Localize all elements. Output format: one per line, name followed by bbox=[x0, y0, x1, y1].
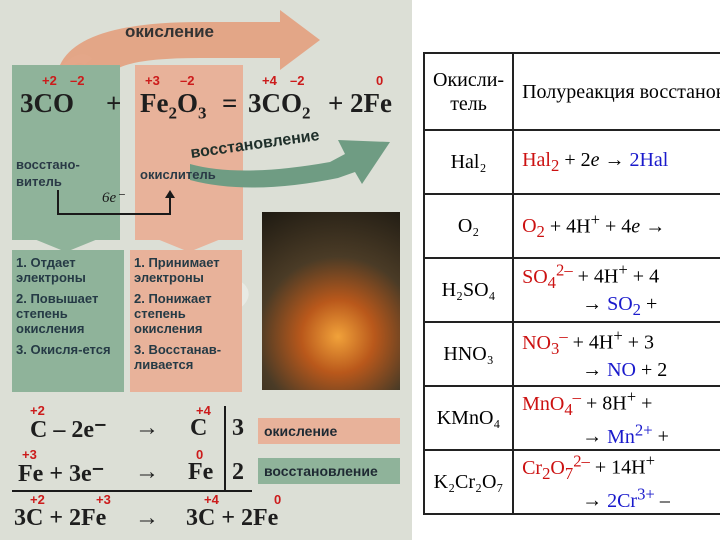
half-reaction-cell: Hal2 + 2e → 2Hal bbox=[512, 129, 720, 195]
ox-state: +4 bbox=[196, 403, 211, 418]
header-oxidizer: Окисли-тель bbox=[422, 52, 515, 131]
half-reaction-cell: NO3– + 4H+ + 3→ NO + 2 bbox=[512, 321, 720, 387]
left-panel: S S окисление +2 –2 +3 –2 +4 –2 0 3CO + … bbox=[0, 0, 412, 540]
balance-result-right: 3C + 2Fe bbox=[186, 505, 279, 531]
balance-line2-left: Fe + 3e⁻ bbox=[18, 461, 105, 487]
oxidizer-column bbox=[135, 65, 243, 240]
reduction-arrow bbox=[190, 140, 390, 188]
arrow: → bbox=[135, 505, 159, 531]
balance-horizontal-line bbox=[12, 490, 252, 492]
ox-state: +4 bbox=[262, 73, 277, 88]
table-row: O₂ O2 + 4H+ + 4e → bbox=[422, 193, 720, 259]
reducer-column bbox=[12, 65, 120, 240]
oxidizer-cell: H₂SO₄ bbox=[422, 257, 515, 323]
ox-state: +2 bbox=[30, 403, 45, 418]
oxidizer-cell: KMnO₄ bbox=[422, 385, 515, 451]
table-row: Hal₂ Hal2 + 2e → 2Hal bbox=[422, 129, 720, 195]
equals-sign: = bbox=[222, 88, 238, 118]
table-row: K₂Cr₂O₇ Cr2O72– + 14H+→ 2Cr3+ – bbox=[422, 449, 720, 515]
reducer-label: восстано- bbox=[16, 157, 80, 172]
header-half-reaction: Полуреакция восстановления bbox=[512, 52, 720, 131]
half-reactions-table: Окисли-тель Полуреакция восстановления H… bbox=[422, 52, 720, 515]
plus-sign: + bbox=[106, 88, 122, 118]
reducer-property: 1. Отдает электроны bbox=[16, 255, 86, 285]
ox-state: –2 bbox=[180, 73, 195, 88]
half-reaction-cell: MnO4– + 8H+ +→ Mn2+ + bbox=[512, 385, 720, 451]
oxidizer-cell: HNO₃ bbox=[422, 321, 515, 387]
coefficient: 2 bbox=[232, 459, 244, 485]
balance-vertical-line bbox=[224, 406, 226, 490]
electron-count: 6e⁻ bbox=[102, 190, 125, 206]
coefficient: 3 bbox=[232, 415, 244, 441]
oxidizer-cell: K₂Cr₂O₇ bbox=[422, 449, 515, 515]
table-row: HNO₃ NO3– + 4H+ + 3→ NO + 2 bbox=[422, 321, 720, 387]
arrow: → bbox=[135, 415, 159, 441]
oxidizer-cell: O₂ bbox=[422, 193, 515, 259]
reducer-property: 2. Повышает степень окисления bbox=[16, 291, 99, 336]
half-reaction-cell: O2 + 4H+ + 4e → bbox=[512, 193, 720, 259]
reduction-tag: восстановление bbox=[258, 458, 400, 484]
product-fe: 2Fe bbox=[350, 88, 392, 118]
ox-state: +2 bbox=[30, 492, 45, 507]
balance-line2-right: Fe bbox=[188, 459, 214, 485]
ox-state: +4 bbox=[204, 492, 219, 507]
oxidation-arrow bbox=[60, 10, 320, 75]
balance-line1-right: C bbox=[190, 415, 208, 441]
oxidizer-properties: 1. Принимает электроны 2. Понижает степе… bbox=[130, 250, 242, 392]
ox-state: 0 bbox=[196, 447, 204, 462]
right-panel: Окисли-тель Полуреакция восстановления H… bbox=[412, 0, 720, 540]
reducer-arrow-head bbox=[12, 230, 120, 252]
oxidizer-property: 1. Принимает электроны bbox=[134, 255, 220, 285]
table-header-row: Окисли-тель Полуреакция восстановления bbox=[422, 52, 720, 131]
half-reaction-cell: Cr2O72– + 14H+→ 2Cr3+ – bbox=[512, 449, 720, 515]
oxidizer-arrow-head bbox=[135, 230, 243, 252]
oxidizer-cell: Hal₂ bbox=[422, 129, 515, 195]
product-co2: 3CO2 bbox=[248, 88, 311, 123]
reactant-fe2o3: Fe2O3 bbox=[140, 88, 207, 123]
reducer-property: 3. Окисля-ется bbox=[16, 342, 111, 357]
ox-state: +3 bbox=[22, 447, 37, 462]
electron-transfer-line bbox=[57, 190, 175, 215]
half-reaction-cell: SO42– + 4H+ + 4→ SO2 + bbox=[512, 257, 720, 323]
ox-state: +3 bbox=[145, 73, 160, 88]
plus-sign: + bbox=[328, 88, 344, 118]
ox-state: –2 bbox=[290, 73, 305, 88]
oxidizer-property: 3. Восстанав-ливается bbox=[134, 342, 222, 372]
reactant-co: 3CO bbox=[20, 88, 74, 118]
balance-result-left: 3C + 2Fe bbox=[14, 505, 107, 531]
reducer-properties: 1. Отдает электроны 2. Повышает степень … bbox=[12, 250, 124, 392]
balance-line1-left: C – 2e⁻ bbox=[30, 417, 107, 443]
ox-state: +2 bbox=[42, 73, 57, 88]
ox-state: –2 bbox=[70, 73, 85, 88]
oxidation-arrow-label: окисление bbox=[125, 22, 215, 41]
arrow: → bbox=[135, 459, 159, 485]
ox-state: 0 bbox=[376, 73, 384, 88]
reducer-label: витель bbox=[16, 174, 62, 189]
table-row: KMnO₄ MnO4– + 8H+ +→ Mn2+ + bbox=[422, 385, 720, 451]
ox-state: +3 bbox=[96, 492, 111, 507]
table-row: H₂SO₄ SO42– + 4H+ + 4→ SO2 + bbox=[422, 257, 720, 323]
oxidizer-property: 2. Понижает степень окисления bbox=[134, 291, 212, 336]
furnace-photo bbox=[262, 212, 400, 390]
ox-state: 0 bbox=[274, 492, 282, 507]
oxidizer-label: окислитель bbox=[140, 167, 216, 182]
oxidation-tag: окисление bbox=[258, 418, 400, 444]
